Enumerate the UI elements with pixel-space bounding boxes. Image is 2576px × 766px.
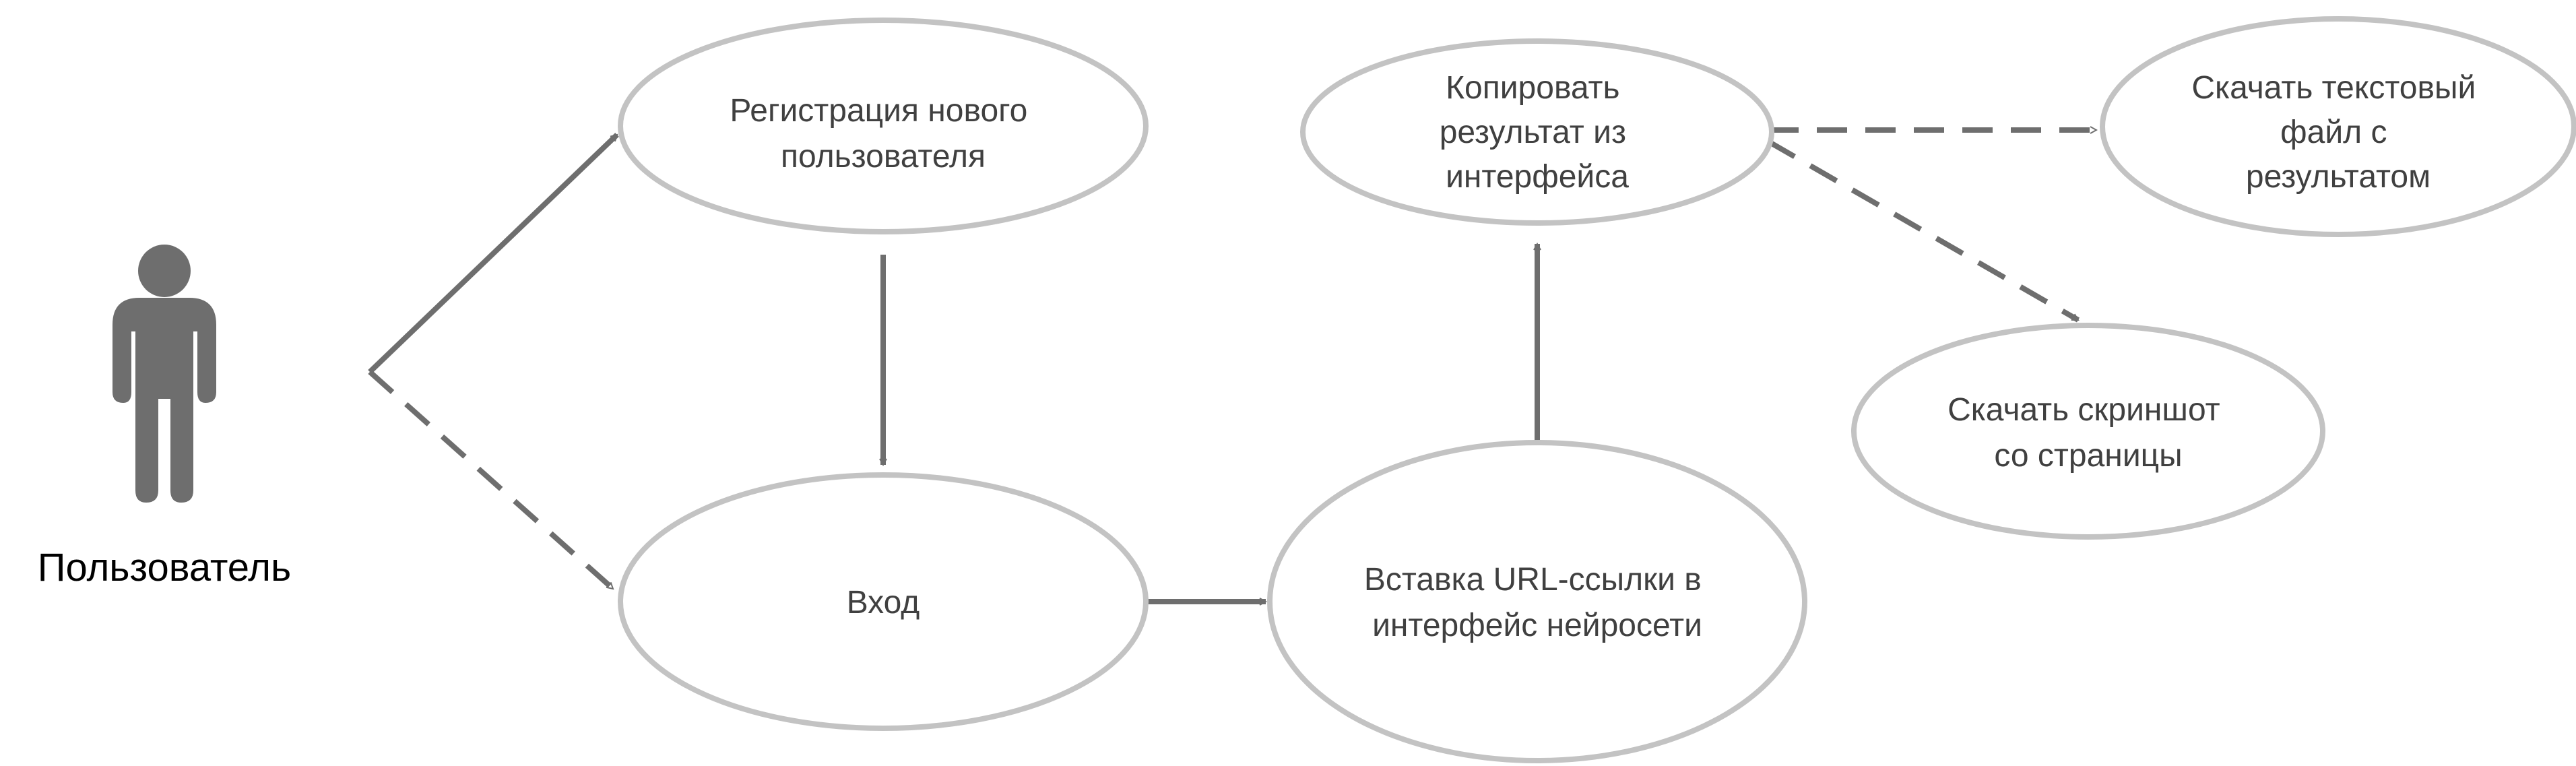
svg-text:Скачать скриншот со стра: Скачать скриншот со страницы: [1947, 392, 2229, 474]
svg-text:Вход: Вход: [847, 585, 920, 620]
use-case-label-line: Копировать: [1446, 70, 1619, 106]
svg-text:Скачать текстовый файл с: Скачать текстовый файл с результатом: [2191, 70, 2484, 195]
actor-label: Пользователь: [38, 546, 291, 589]
relation-copy-result-download-screenshot: [1767, 139, 2080, 323]
use-case-download-text: Скачать текстовый файл с результатом: [2100, 16, 2576, 237]
use-case-label-line: результат из: [1440, 115, 1626, 150]
relation-actor-login: [368, 370, 615, 591]
use-case-label-line: Вход: [847, 585, 920, 620]
use-case-label-line: интерфейс нейросети: [1372, 608, 1702, 643]
svg-text:Копировать результат из: Копировать результат из интерфейса: [1440, 70, 1636, 195]
use-case-label-line: интерфейса: [1446, 159, 1629, 195]
use-case-label-line: пользователя: [781, 139, 986, 174]
use-case-login: Вход: [618, 472, 1149, 731]
svg-text:Регистрация нового польз: Регистрация нового пользователя: [730, 93, 1036, 174]
use-case-label-line: Скачать текстовый: [2191, 70, 2476, 106]
use-case-copy-result: Копировать результат из интерфейса: [1300, 38, 1774, 226]
use-case-label-line: со страницы: [1994, 438, 2182, 474]
use-case-registration: Регистрация нового пользователя: [618, 18, 1149, 234]
use-case-label-line: Скачать скриншот: [1947, 392, 2220, 428]
svg-text:Вставка URL-ссылки в инт: Вставка URL-ссылки в интерфейс нейросети: [1364, 562, 1710, 643]
relations: [368, 130, 2096, 602]
use-case-label-line: Регистрация нового: [730, 93, 1027, 129]
use-case-label-line: файл с: [2280, 115, 2387, 150]
use-case-label-line: Вставка URL-ссылки в: [1364, 562, 1702, 598]
use-case-paste-url: Вставка URL-ссылки в интерфейс нейросети: [1267, 440, 1807, 763]
use-case-download-screenshot: Скачать скриншот со страницы: [1851, 323, 2325, 540]
use-case-label-line: результатом: [2246, 159, 2430, 195]
relation-actor-registration: [368, 133, 619, 374]
person-icon: [112, 245, 216, 503]
